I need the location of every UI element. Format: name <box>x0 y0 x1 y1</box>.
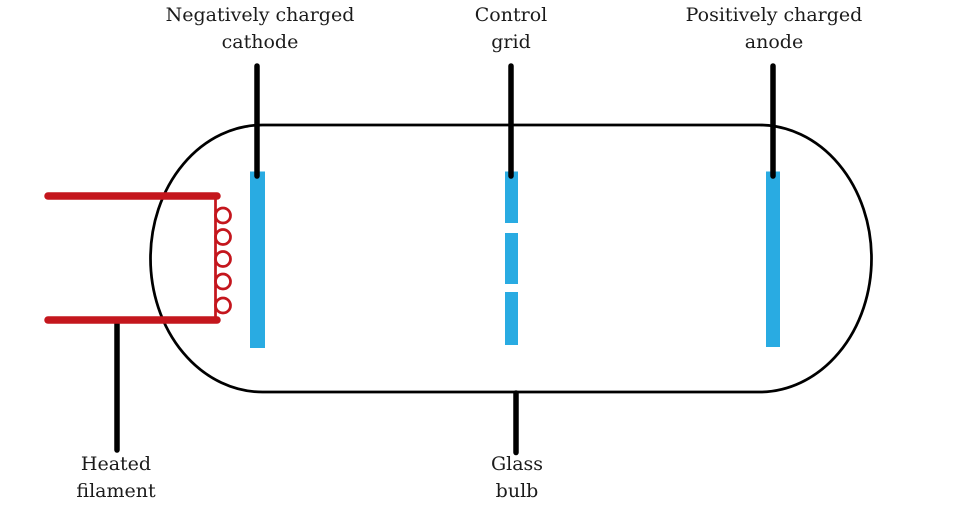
control-grid-segment <box>505 292 518 345</box>
label-control-grid: Control grid <box>474 4 548 53</box>
coil-loop <box>214 206 232 225</box>
anode-bar <box>766 171 780 347</box>
heated-filament <box>44 192 232 324</box>
leader-lines <box>114 63 776 456</box>
control-grid-segment <box>505 233 518 284</box>
cathode-bar <box>250 171 265 348</box>
coil-loop <box>214 272 232 291</box>
label-glass-bulb: Glass bulb <box>490 453 544 502</box>
coil-loop <box>214 250 232 268</box>
filament-coil <box>214 206 232 315</box>
coil-loop <box>214 296 232 315</box>
control-grid-segment <box>505 171 518 223</box>
label-cathode: Negatively charged cathode <box>165 4 355 53</box>
label-anode: Positively charged anode <box>685 4 863 53</box>
coil-loop <box>214 228 232 246</box>
label-heated-filament: Heated filament <box>76 453 156 502</box>
electrodes <box>250 171 780 348</box>
